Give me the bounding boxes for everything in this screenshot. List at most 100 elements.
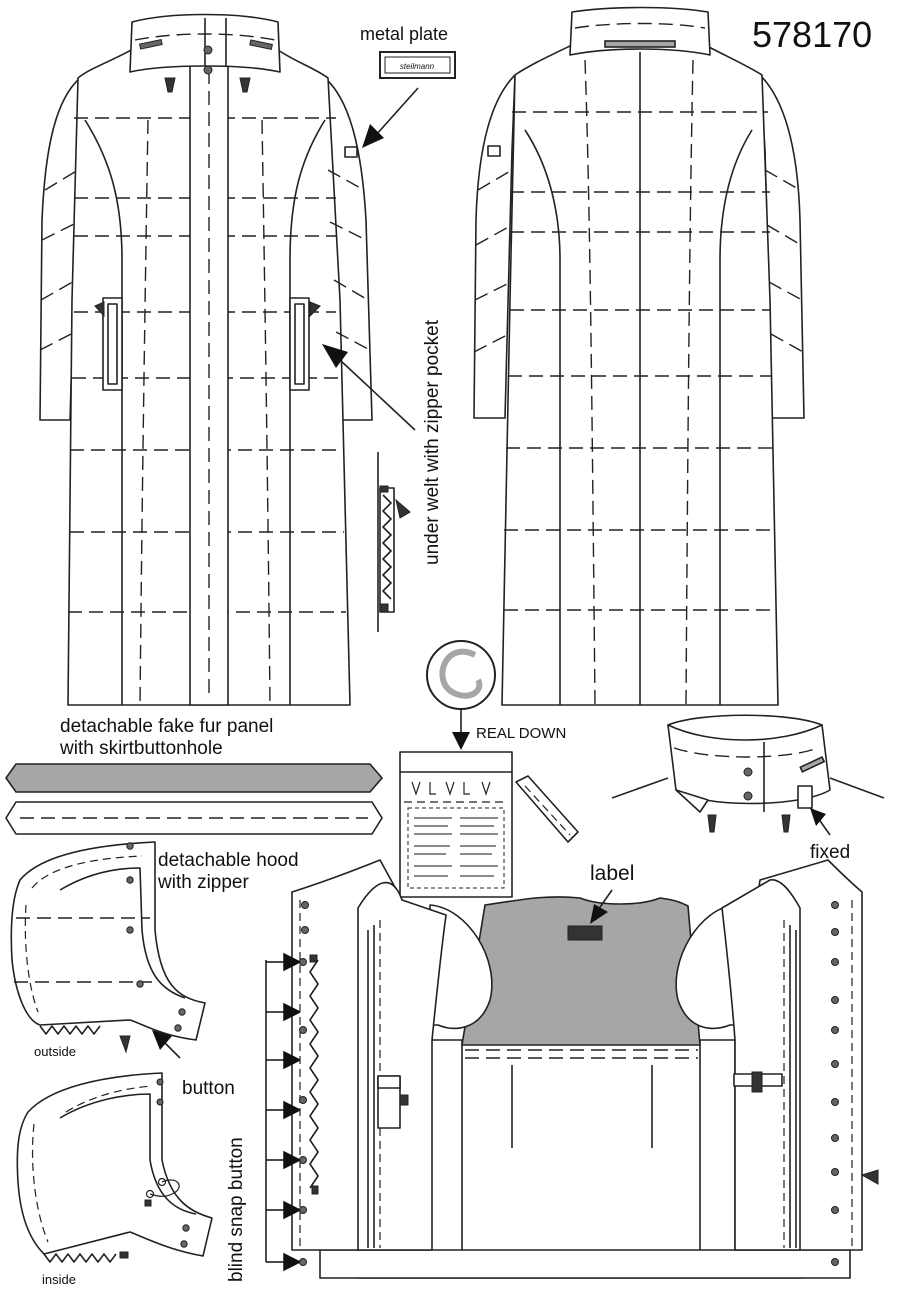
- metal-plate-inner: [384, 56, 451, 74]
- front-princess-seam-left: [84, 119, 123, 705]
- hood-inside-shape: [16, 1072, 213, 1257]
- back-seam-right: [719, 129, 753, 705]
- tag-text-lines: [414, 817, 498, 877]
- quilt-vertical: [261, 119, 271, 706]
- quilt-vertical: [685, 59, 694, 706]
- lining-yoke-back: [461, 896, 701, 1046]
- hood-stitch: [24, 904, 39, 1013]
- front-snap: [299, 1026, 307, 1034]
- collar-stitch: [574, 22, 706, 29]
- arrow: [266, 1200, 301, 1220]
- article-number: 578170: [752, 14, 872, 55]
- quilt-vertical: [139, 119, 149, 706]
- real-down-arrowhead: [452, 732, 470, 750]
- hood-inner-edge: [59, 867, 186, 999]
- zipper-pocket-arrow-line: [339, 359, 416, 431]
- zip-stop: [311, 1185, 319, 1195]
- front-snap: [831, 1098, 839, 1106]
- front-snap: [831, 996, 839, 1004]
- real-down-label: REAL DOWN: [476, 725, 566, 742]
- front-snap: [831, 1060, 839, 1068]
- front-snap: [301, 926, 309, 934]
- zipper-pocket-arrowhead: [322, 344, 348, 368]
- sleeve-quilt: [477, 169, 513, 191]
- hood-outside: [10, 841, 206, 1054]
- back-collar: [569, 6, 711, 56]
- hem-band: [319, 1249, 851, 1279]
- sleeve-quilt: [333, 279, 369, 301]
- sleeve-quilt: [329, 221, 367, 241]
- front-snap: [831, 1134, 839, 1142]
- down-tag-card: [399, 751, 513, 898]
- collar-snap: [743, 791, 753, 801]
- collar-detail: fixed: [611, 714, 885, 863]
- back-sleeve-plate: [487, 145, 501, 157]
- zipper-pocket-label: under welt with zipper pocket: [422, 319, 443, 565]
- collar-strip: [799, 756, 826, 773]
- shoulder-line: [829, 777, 885, 799]
- shoulder-line: [611, 777, 669, 799]
- collar-snap: [743, 767, 753, 777]
- arrow: [266, 1100, 301, 1120]
- metal-plate-arrow-line: [375, 87, 419, 136]
- front-snap: [831, 901, 839, 909]
- hood-zip-puller: [119, 1035, 131, 1054]
- front-snap: [831, 958, 839, 966]
- coat-front-view: [39, 13, 373, 706]
- hood-snap: [174, 1024, 182, 1032]
- left-pocket-puller: [94, 301, 105, 318]
- fixed-arrowhead: [810, 808, 826, 826]
- fixed-tab: [797, 785, 813, 809]
- inner-pocket-tab: [399, 1094, 409, 1106]
- hood-zip-end: [119, 1251, 129, 1259]
- hood-snap: [136, 980, 144, 988]
- label-caption: label: [590, 862, 634, 885]
- left-zip-teeth: [309, 959, 319, 1189]
- fur-panel-label-line1: detachable fake fur panel: [60, 716, 273, 737]
- outside-label: outside: [34, 1044, 76, 1059]
- left-facing: [357, 881, 447, 1251]
- sleeve-quilt: [41, 221, 79, 241]
- arrow: [266, 1150, 301, 1170]
- hood-inner-edge: [59, 1093, 197, 1215]
- label-arrowhead: [590, 904, 608, 924]
- hood-snap: [126, 876, 134, 884]
- sleeve-metal-plate: [344, 146, 358, 158]
- sleeve-quilt: [770, 333, 804, 353]
- arrow: [266, 952, 301, 972]
- back-seam-left: [524, 129, 561, 705]
- left-pocket-zip: [107, 303, 118, 385]
- arrow: [266, 1002, 301, 1022]
- back-left-sleeve: [473, 74, 516, 419]
- right-pocket-puller: [751, 1071, 763, 1093]
- front-snap: [831, 1258, 839, 1266]
- arrow: [266, 1050, 301, 1070]
- button-arrowhead: [152, 1030, 172, 1050]
- collar-stitch: [673, 747, 819, 758]
- tag-string-stitch: [524, 785, 571, 836]
- back-collar-strip: [604, 40, 676, 48]
- collar-tab: [249, 39, 273, 51]
- front-snap: [299, 1156, 307, 1164]
- neck-label: [567, 925, 603, 941]
- sleeve-quilt: [474, 281, 512, 301]
- front-snap: [831, 1206, 839, 1214]
- real-down-tag: REAL DOWN: [399, 640, 579, 898]
- sleeve-quilt: [44, 169, 79, 191]
- right-armhole: [675, 904, 736, 1030]
- collar-snap: [203, 65, 213, 75]
- button-label: button: [182, 1078, 235, 1099]
- hood-outside-shape: [10, 841, 206, 1041]
- hood-snap: [126, 842, 134, 850]
- sleeve-quilt: [473, 333, 510, 353]
- tag-string: [515, 775, 579, 843]
- metal-plate-label: metal plate: [360, 24, 448, 44]
- hood-snap: [156, 1098, 164, 1106]
- sleeve-quilt: [475, 224, 513, 246]
- collar-top-edge: [667, 714, 823, 741]
- metal-plate-detail: [379, 51, 456, 79]
- tag-text-block: [407, 807, 505, 889]
- front-snap: [831, 928, 839, 936]
- sleeve-quilt: [327, 169, 365, 191]
